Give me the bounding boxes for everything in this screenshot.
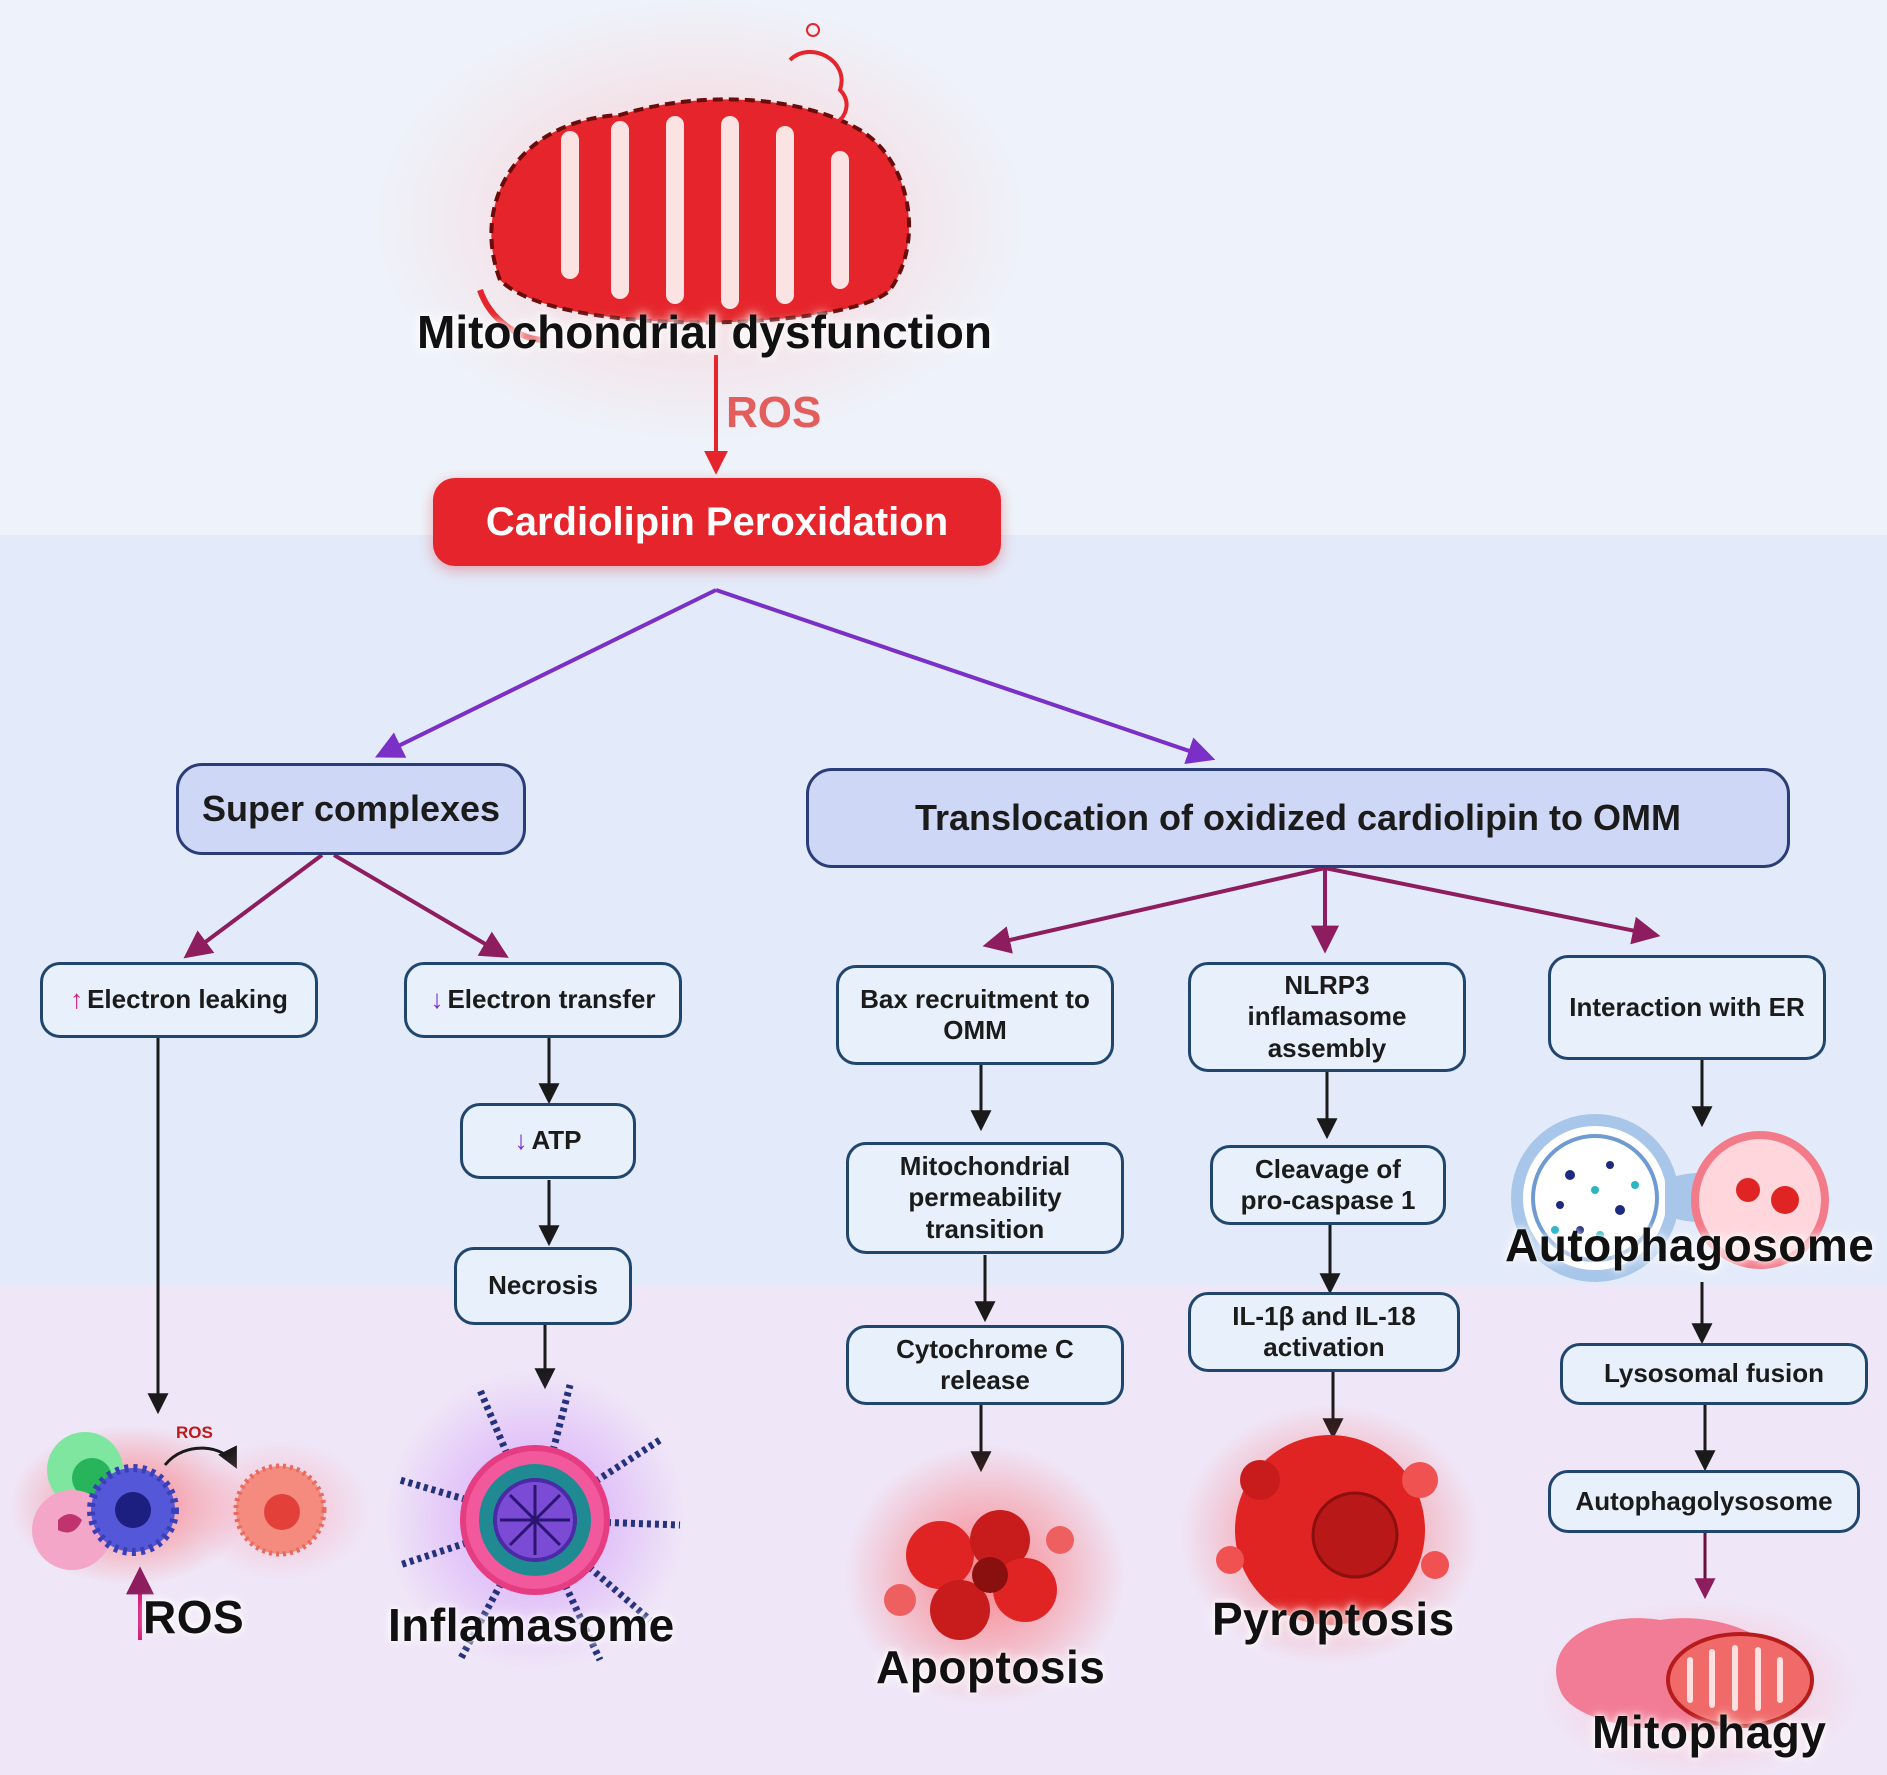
ros-edge-label: ROS	[726, 388, 822, 437]
mpt-label: Mitochondrial permeability transition	[899, 1151, 1071, 1244]
super-complexes-box: Super complexes	[176, 763, 526, 855]
caspase-cleavage-label: Cleavage of pro-caspase 1	[1240, 1153, 1416, 1215]
flow-arrows	[147, 1038, 1716, 1600]
apoptotic-cell-illustration	[845, 1445, 1125, 1705]
electron-transfer-box: ↓ Electron transfer	[404, 962, 682, 1038]
electron-transfer-label: Electron transfer	[447, 984, 656, 1015]
electron-leaking-label: Electron leaking	[87, 984, 288, 1015]
ros-cells-label: ROS	[176, 1423, 213, 1442]
arrow-root-to-super-complexes	[374, 588, 717, 758]
interaction-with-er-box: Interaction with ER	[1548, 955, 1826, 1060]
mitophagy-illustration	[1540, 1600, 1860, 1775]
autophagolysosome-label: Autophagolysosome	[1575, 1485, 1833, 1516]
arrow-trans-to-er	[1324, 866, 1661, 945]
mitochondrion-illustration	[360, 0, 1040, 450]
arrow-trans-to-bax	[982, 866, 1326, 954]
cytochrome-c-label: Cytochrome C release	[896, 1333, 1074, 1395]
cardiolipin-peroxidation-box: Cardiolipin Peroxidation	[433, 478, 1001, 566]
up-arrow-icon: ↑	[70, 984, 84, 1015]
autophagosome-illustration	[1511, 1114, 1829, 1282]
caspase-cleavage-box: Cleavage of pro-caspase 1	[1210, 1145, 1446, 1225]
interaction-with-er-label: Interaction with ER	[1569, 991, 1805, 1022]
lysosomal-fusion-label: Lysosomal fusion	[1603, 1358, 1825, 1389]
apoptosis-outcome-label: Apoptosis	[876, 1641, 1106, 1693]
inflammasome-outcome-label: Inflamasome	[388, 1599, 675, 1651]
immune-cells-illustration	[10, 1425, 370, 1640]
bax-recruitment-label: Bax recruitment to OMM	[860, 983, 1090, 1045]
atp-label: ATP	[531, 1125, 582, 1156]
interleukin-activation-label: IL-1β and IL-18 activation	[1232, 1300, 1416, 1362]
arrow-root-to-translocation	[715, 588, 1216, 765]
mitochondrial-dysfunction-label: Mitochondrial dysfunction	[417, 306, 992, 358]
ros-outcome-label: ROS	[143, 1591, 245, 1643]
down-arrow-icon: ↓	[430, 984, 444, 1015]
nlrp3-box: NLRP3 inflamasome assembly	[1188, 962, 1466, 1072]
inflammasome-illustration	[385, 1370, 685, 1670]
mpt-box: Mitochondrial permeability transition	[846, 1142, 1124, 1254]
arrow-super-to-leaking	[183, 853, 324, 959]
autophagolysosome-box: Autophagolysosome	[1548, 1470, 1860, 1533]
cardiolipin-peroxidation-label: Cardiolipin Peroxidation	[485, 500, 949, 544]
electron-leaking-box: ↑ Electron leaking	[40, 962, 318, 1038]
lysosomal-fusion-box: Lysosomal fusion	[1560, 1343, 1868, 1405]
down-arrow-icon: ↓	[514, 1125, 528, 1156]
mitophagy-outcome-label: Mitophagy	[1592, 1706, 1827, 1758]
super-complexes-label: Super complexes	[201, 788, 501, 830]
pyroptotic-cell-illustration	[1180, 1405, 1480, 1665]
bax-recruitment-box: Bax recruitment to OMM	[836, 965, 1114, 1065]
arrow-super-to-transfer	[332, 853, 509, 958]
interleukin-activation-box: IL-1β and IL-18 activation	[1188, 1292, 1460, 1372]
necrosis-box: Necrosis	[454, 1247, 632, 1325]
necrosis-label: Necrosis	[488, 1270, 598, 1301]
pyroptosis-outcome-label: Pyroptosis	[1212, 1593, 1455, 1645]
atp-box: ↓ ATP	[460, 1103, 636, 1179]
cytochrome-c-box: Cytochrome C release	[846, 1325, 1124, 1405]
translocation-label: Translocation of oxidized cardiolipin to…	[914, 797, 1682, 839]
translocation-box: Translocation of oxidized cardiolipin to…	[806, 768, 1790, 868]
nlrp3-label: NLRP3 inflamasome assembly	[1247, 970, 1407, 1063]
autophagosome-label: Autophagosome	[1505, 1219, 1875, 1271]
